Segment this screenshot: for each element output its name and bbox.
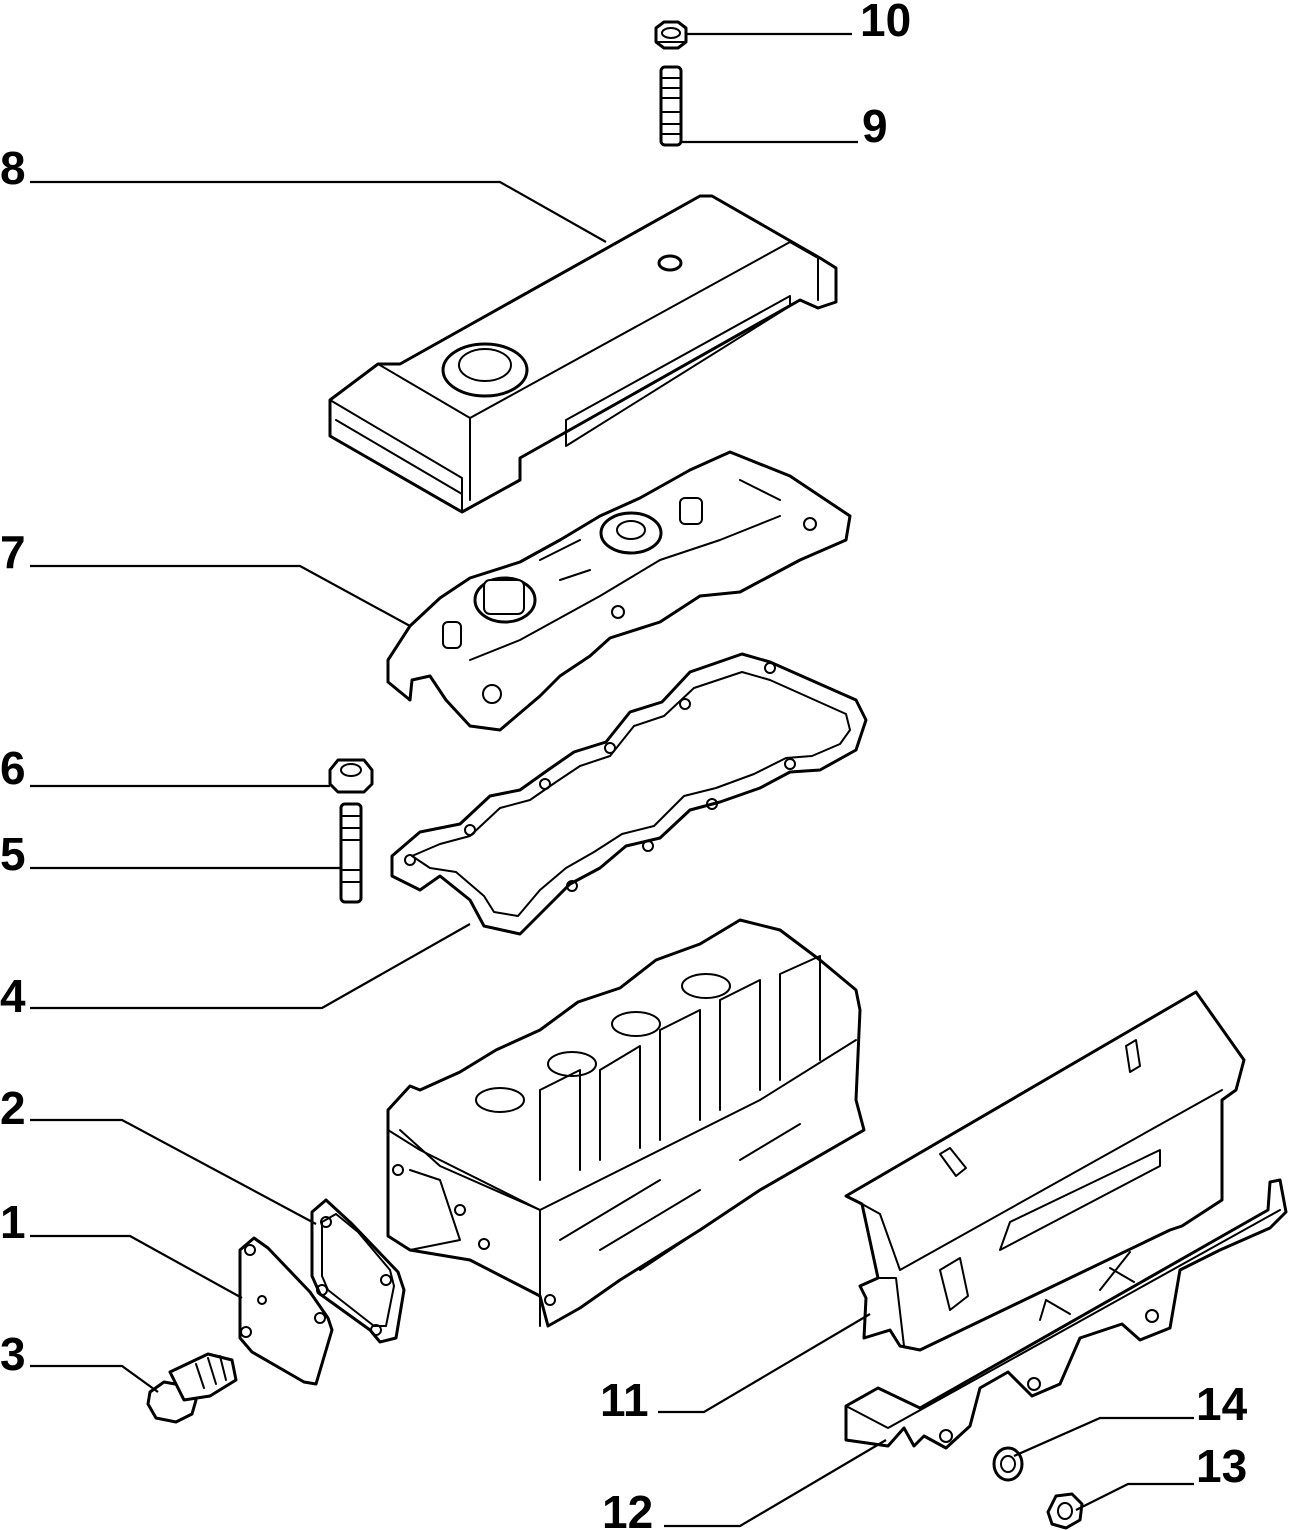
callout-1: 1 [0, 1196, 26, 1248]
callout-6: 6 [0, 742, 26, 794]
callout-3: 3 [0, 1328, 26, 1380]
leader-2 [30, 1118, 317, 1225]
part-6-nut [328, 758, 374, 794]
leader-12 [664, 1439, 887, 1528]
part-2-gasket [310, 1198, 406, 1344]
leader-11 [658, 1313, 871, 1414]
leader-4 [30, 923, 471, 1010]
leader-1 [30, 1234, 243, 1299]
part-12-lower-cover [844, 1178, 1288, 1450]
callout-9: 9 [862, 100, 888, 152]
leader-13 [1075, 1482, 1194, 1511]
leader-14 [1013, 1416, 1194, 1458]
leader-8 [30, 180, 607, 243]
callout-labels: 10 9 8 7 6 5 4 2 1 3 11 12 14 13 [0, 0, 1248, 1530]
callout-14: 14 [1196, 1378, 1248, 1430]
callout-12: 12 [602, 1486, 653, 1530]
callout-4: 4 [0, 970, 26, 1022]
leader-lines [30, 32, 1194, 1528]
callout-13: 13 [1196, 1440, 1247, 1492]
part-10-nut [654, 20, 688, 50]
part-9-stud [659, 65, 683, 147]
part-11-belt-cover [844, 990, 1246, 1352]
callout-2: 2 [0, 1082, 26, 1134]
part-1-cover-plate [238, 1236, 334, 1386]
callout-10: 10 [860, 0, 911, 46]
leader-3 [30, 1364, 159, 1393]
callout-8: 8 [0, 142, 26, 194]
part-8-head-cover [328, 194, 838, 514]
part-13-nut [1046, 1492, 1084, 1530]
leader-7 [30, 564, 411, 627]
callout-11: 11 [600, 1374, 649, 1426]
part-4-gasket [390, 652, 868, 936]
callout-7: 7 [0, 526, 26, 578]
part-3-bolt [146, 1352, 238, 1424]
part-5-stud [339, 802, 363, 904]
part-14-washer [992, 1446, 1024, 1482]
callout-5: 5 [0, 828, 26, 880]
part-7-cover-plate [386, 450, 852, 732]
cylinder-head [386, 918, 866, 1328]
